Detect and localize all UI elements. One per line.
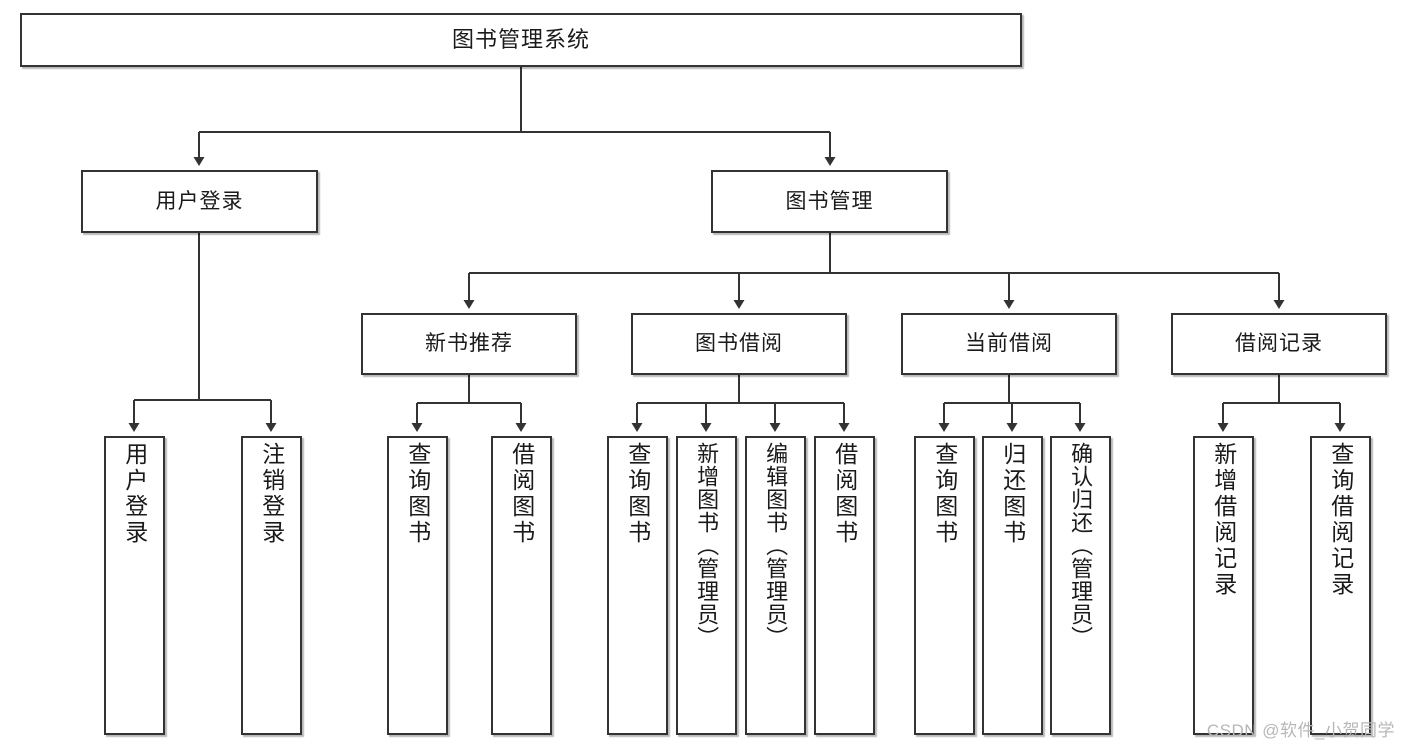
leaf-user-logout-label: 注销登录 [258,442,285,546]
node-book-borrow[interactable]: 图书借阅 [631,313,847,375]
leaf-query-book-1[interactable]: 查询图书 [387,436,448,735]
leaf-query-borrow-record-label: 查询借阅记录 [1327,442,1354,598]
csdn-watermark: CSDN @软件_小贺同学 [1206,721,1395,740]
leaf-query-book-2[interactable]: 查询图书 [607,436,668,735]
leaf-confirm-return[interactable]: 确认归还（管理员） [1050,436,1111,735]
leaf-query-book-2-label: 查询图书 [624,442,651,546]
leaf-add-book-label: 新增图书（管理员） [694,442,720,649]
leaf-add-borrow-record-label: 新增借阅记录 [1210,442,1237,598]
leaf-edit-book-label: 编辑图书（管理员） [763,442,789,649]
node-current-borrow[interactable]: 当前借阅 [901,313,1117,375]
leaf-query-book-1-label: 查询图书 [404,442,431,546]
node-new-book-recommend[interactable]: 新书推荐 [361,313,577,375]
leaf-user-login[interactable]: 用户登录 [104,436,165,735]
leaf-borrow-book-1[interactable]: 借阅图书 [491,436,552,735]
leaf-add-book[interactable]: 新增图书（管理员） [676,436,737,735]
leaf-confirm-return-label: 确认归还（管理员） [1068,442,1094,649]
leaf-query-book-3-label: 查询图书 [931,442,958,546]
node-book-management[interactable]: 图书管理 [711,170,948,233]
leaf-borrow-book-2[interactable]: 借阅图书 [814,436,875,735]
leaf-add-borrow-record[interactable]: 新增借阅记录 [1193,436,1254,735]
node-borrow-records[interactable]: 借阅记录 [1171,313,1387,375]
leaf-user-login-label: 用户登录 [121,442,148,546]
leaf-return-book[interactable]: 归还图书 [982,436,1043,735]
node-root-system[interactable]: 图书管理系统 [20,13,1022,67]
leaf-query-book-3[interactable]: 查询图书 [914,436,975,735]
leaf-return-book-label: 归还图书 [999,442,1026,546]
leaf-borrow-book-2-label: 借阅图书 [831,442,858,546]
leaf-user-logout[interactable]: 注销登录 [241,436,302,735]
leaf-edit-book[interactable]: 编辑图书（管理员） [745,436,806,735]
leaf-borrow-book-1-label: 借阅图书 [508,442,535,546]
node-user-login[interactable]: 用户登录 [81,170,318,233]
leaf-query-borrow-record[interactable]: 查询借阅记录 [1310,436,1371,735]
